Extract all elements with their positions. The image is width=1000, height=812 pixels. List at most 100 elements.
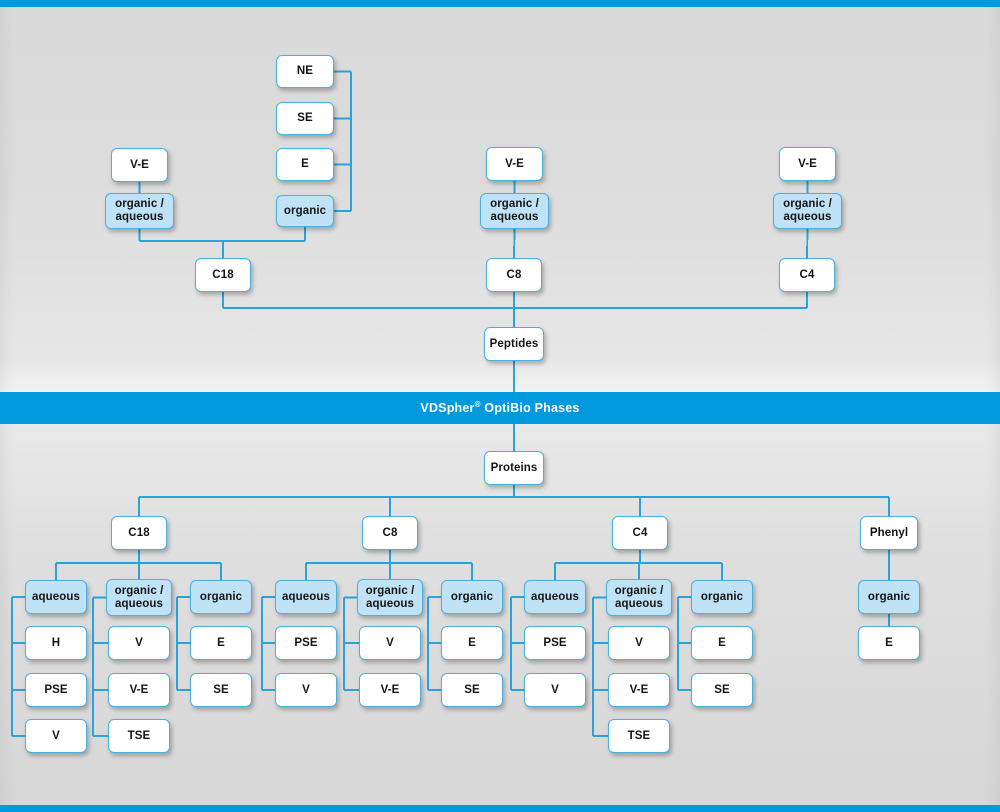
node-pr-c18-aq-2[interactable]: PSE [25,673,87,707]
node-label: Phenyl [869,526,909,539]
node-label: V [386,636,394,649]
node-pr-ph-org[interactable]: organic [858,580,920,614]
node-label: E [718,636,726,649]
node-label: organic /aqueous [115,198,164,223]
node-p-c18-ne[interactable]: NE [276,55,334,88]
node-label: V-E [130,158,149,171]
node-pr-c4-org-1[interactable]: E [691,626,753,660]
node-label: C4 [632,526,648,539]
node-label: V-E [129,683,149,696]
node-pr-c18-oa-1[interactable]: V [108,626,170,660]
node-pr-c18-aq-3[interactable]: V [25,719,87,753]
node-p-c18-se[interactable]: SE [276,102,334,135]
node-label: C18 [128,526,150,539]
node-label: SE [714,683,730,696]
node-p-c4-oa[interactable]: organic /aqueous [773,193,842,229]
node-pr-c8-oa-2[interactable]: V-E [359,673,421,707]
node-label: TSE [127,729,151,742]
node-p-c8[interactable]: C8 [486,258,542,292]
node-p-c18-org[interactable]: organic [276,195,334,227]
node-pr-c8-aq[interactable]: aqueous [275,580,337,614]
node-p-c18-e[interactable]: E [276,148,334,181]
node-pr-c18-oa[interactable]: organic /aqueous [106,579,172,616]
node-proteins[interactable]: Proteins [484,451,544,485]
node-pr-c18-oa-2[interactable]: V-E [108,673,170,707]
node-label: SE [213,683,229,696]
node-pr-c4-oa-3[interactable]: TSE [608,719,670,753]
node-pr-c4-oa-2[interactable]: V-E [608,673,670,707]
node-pr-c4-oa-1[interactable]: V [608,626,670,660]
node-pr-c8-org-2[interactable]: SE [441,673,503,707]
node-label: V-E [505,157,524,170]
node-label: organic [450,590,494,603]
node-label: C8 [382,526,398,539]
node-pr-phenyl[interactable]: Phenyl [860,516,918,550]
node-label: C8 [506,268,522,281]
node-label: TSE [627,729,651,742]
node-label: organic [199,590,243,603]
connector-peptides-c4-oa [806,228,809,259]
node-pr-c18-oa-3[interactable]: TSE [108,719,170,753]
node-label: aqueous [531,590,579,603]
node-pr-c18-org[interactable]: organic [190,580,252,614]
banner-title: VDSpher® OptiBio Phases [420,399,580,415]
node-label: Proteins [490,461,538,474]
node-pr-c18-org-1[interactable]: E [190,626,252,660]
section-banner: VDSpher® OptiBio Phases [0,392,1000,424]
node-label: organic /aqueous [783,198,832,223]
node-p-c18-ve[interactable]: V-E [111,148,168,182]
node-pr-c4-aq[interactable]: aqueous [524,580,586,614]
node-peptides[interactable]: Peptides [484,327,544,361]
node-pr-c18[interactable]: C18 [111,516,167,550]
node-label: organic /aqueous [490,198,539,223]
connector-peptides-c8-oa [513,228,516,259]
node-pr-c4-oa[interactable]: organic /aqueous [606,579,672,616]
node-pr-c18-aq[interactable]: aqueous [25,580,87,614]
node-p-c18[interactable]: C18 [195,258,251,292]
node-p-c18-oa[interactable]: organic /aqueous [105,193,174,229]
top-accent-strip [0,0,1000,7]
node-pr-c8-org[interactable]: organic [441,580,503,614]
node-p-c8-oa[interactable]: organic /aqueous [480,193,549,229]
node-pr-c8[interactable]: C8 [362,516,418,550]
node-label: C18 [212,268,234,281]
node-label: SE [297,112,313,125]
node-pr-c8-aq-1[interactable]: PSE [275,626,337,660]
node-pr-c8-oa[interactable]: organic /aqueous [357,579,423,616]
node-label: V [551,683,559,696]
node-label: V [635,636,643,649]
node-label: C4 [799,268,815,281]
node-p-c8-ve[interactable]: V-E [486,147,543,181]
node-label: E [468,636,476,649]
node-pr-ph-org-1[interactable]: E [858,626,920,660]
node-p-c4[interactable]: C4 [779,258,835,292]
node-pr-c4-org[interactable]: organic [691,580,753,614]
node-pr-c4-org-2[interactable]: SE [691,673,753,707]
node-label: PSE [294,636,318,649]
node-label: organic [867,590,911,603]
node-label: organic /aqueous [614,584,664,610]
node-pr-c8-org-1[interactable]: E [441,626,503,660]
node-pr-c4-aq-2[interactable]: V [524,673,586,707]
node-pr-c8-aq-2[interactable]: V [275,673,337,707]
node-label: SE [464,683,480,696]
node-pr-c18-aq-1[interactable]: H [25,626,87,660]
node-pr-c4-aq-1[interactable]: PSE [524,626,586,660]
node-label: V-E [629,683,649,696]
node-label: PSE [44,683,68,696]
node-label: aqueous [32,590,80,603]
node-label: V-E [380,683,400,696]
node-pr-c4[interactable]: C4 [612,516,668,550]
node-label: E [217,636,225,649]
bottom-accent-strip [0,805,1000,812]
node-p-c4-ve[interactable]: V-E [779,147,836,181]
node-label: organic [283,204,327,217]
node-label: organic /aqueous [365,584,415,610]
node-label: aqueous [282,590,330,603]
node-label: organic /aqueous [114,584,164,610]
node-pr-c8-oa-1[interactable]: V [359,626,421,660]
node-label: H [51,636,61,649]
node-label: Peptides [489,337,539,350]
node-pr-c18-org-2[interactable]: SE [190,673,252,707]
